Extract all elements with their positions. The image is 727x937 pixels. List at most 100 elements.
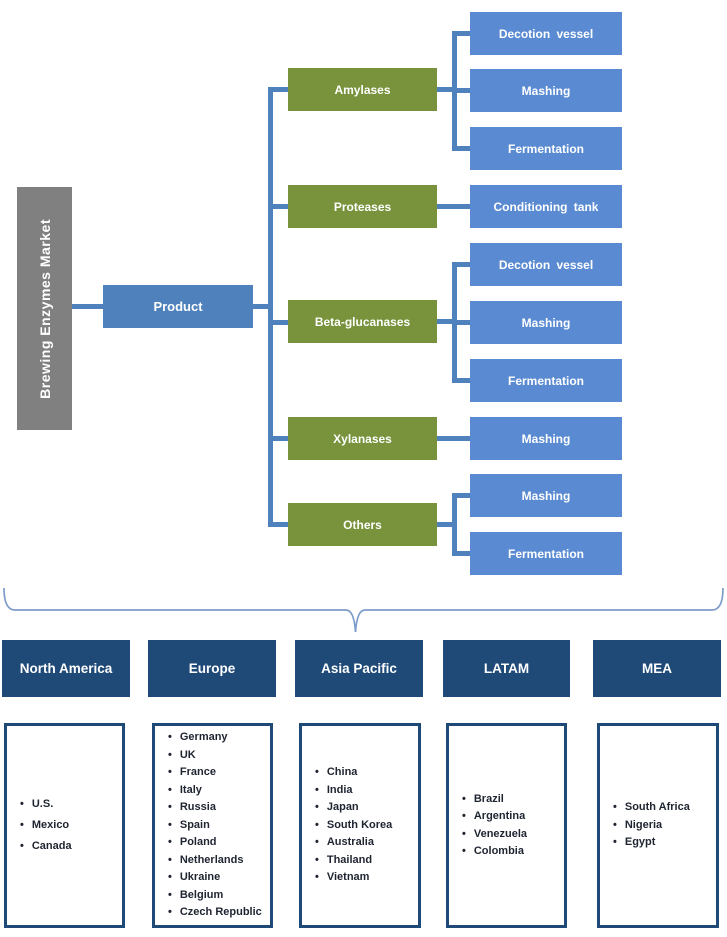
list-item: Germany xyxy=(168,729,268,747)
leaf-beta-glucanases-decotion-vessel: Decotion vessel xyxy=(470,243,622,286)
branch-amylases-label: Amylases xyxy=(334,82,391,97)
connector-beta-glucanases-child-2 xyxy=(455,320,470,325)
country-list-mea: South Africa Nigeria Egypt xyxy=(597,723,719,928)
list-item: Russia xyxy=(168,799,268,817)
list-item: Colombia xyxy=(462,843,562,861)
connector-product-to-trunk xyxy=(253,304,270,309)
leaf-label: Mashing xyxy=(521,315,571,330)
list-item: Australia xyxy=(315,834,416,852)
leaf-proteases-conditioning-tank: Conditioning tank xyxy=(470,185,622,228)
connector-amylases-to-bracket xyxy=(437,87,457,92)
list-item: Spain xyxy=(168,817,268,835)
leaf-amylases-fermentation: Fermentation xyxy=(470,127,622,170)
branch-beta-glucanases: Beta-glucanases xyxy=(288,300,437,343)
leaf-label: Fermentation xyxy=(507,373,584,388)
product-node-label: Product xyxy=(153,299,203,314)
region-label: MEA xyxy=(642,661,672,676)
connector-beta-glucanases-child-3 xyxy=(455,378,470,383)
list-item: Brazil xyxy=(462,791,562,809)
connector-proteases-to-child xyxy=(437,204,470,209)
connector-root-to-product xyxy=(72,304,103,309)
curly-brace xyxy=(3,587,724,633)
region-label: Asia Pacific xyxy=(321,661,397,676)
leaf-label: Mashing xyxy=(521,488,571,503)
list-item: France xyxy=(168,764,268,782)
leaf-beta-glucanases-mashing: Mashing xyxy=(470,301,622,344)
leaf-others-mashing: Mashing xyxy=(470,474,622,517)
connector-trunk-vertical xyxy=(268,87,273,527)
leaf-label: Conditioning tank xyxy=(493,199,599,214)
branch-proteases-label: Proteases xyxy=(333,199,392,214)
list-item: Venezuela xyxy=(462,826,562,844)
connector-trunk-to-xylanases xyxy=(271,436,288,441)
list-item: Czech Republic xyxy=(168,904,268,922)
connector-others-child-2 xyxy=(455,551,470,556)
list-item: Poland xyxy=(168,834,268,852)
leaf-others-fermentation: Fermentation xyxy=(470,532,622,575)
region-asia-pacific: Asia Pacific xyxy=(295,640,423,697)
connector-amylases-child-2 xyxy=(455,88,470,93)
leaf-label: Mashing xyxy=(521,431,571,446)
leaf-amylases-mashing: Mashing xyxy=(470,69,622,112)
country-list-asia-pacific: China India Japan South Korea Australia … xyxy=(299,723,421,928)
list-item: Argentina xyxy=(462,808,562,826)
list-item: Thailand xyxy=(315,852,416,870)
region-north-america: North America xyxy=(2,640,130,697)
list-item: Netherlands xyxy=(168,852,268,870)
connector-beta-glucanases-bracket xyxy=(452,262,457,383)
leaf-label: Decotion vessel xyxy=(498,26,594,41)
root-node-label: Brewing Enzymes Market xyxy=(36,218,53,399)
branch-xylanases: Xylanases xyxy=(288,417,437,460)
list-item: Nigeria xyxy=(613,817,714,835)
list-item: China xyxy=(315,764,416,782)
region-label: Europe xyxy=(188,661,236,676)
connector-trunk-to-beta-glucanases xyxy=(271,320,288,325)
list-item: Italy xyxy=(168,782,268,800)
connector-others-child-1 xyxy=(455,493,470,498)
list-item: Mexico xyxy=(20,815,120,836)
list-item: UK xyxy=(168,747,268,765)
list-item: Belgium xyxy=(168,887,268,905)
connector-trunk-to-others xyxy=(271,522,288,527)
list-item: South Korea xyxy=(315,817,416,835)
country-list-north-america: U.S. Mexico Canada xyxy=(4,723,125,928)
connector-trunk-to-proteases xyxy=(271,204,288,209)
region-label: North America xyxy=(19,661,113,676)
leaf-label: Mashing xyxy=(521,83,571,98)
connector-amylases-child-3 xyxy=(455,146,470,151)
list-item: Japan xyxy=(315,799,416,817)
connector-beta-glucanases-child-1 xyxy=(455,262,470,267)
list-item: India xyxy=(315,782,416,800)
region-europe: Europe xyxy=(148,640,276,697)
list-item: Egypt xyxy=(613,834,714,852)
root-node-brewing-enzymes-market: Brewing Enzymes Market xyxy=(17,187,72,430)
connector-beta-glucanases-to-bracket xyxy=(437,319,457,324)
leaf-label: Fermentation xyxy=(507,546,584,561)
list-item: Canada xyxy=(20,836,120,857)
list-item: South Africa xyxy=(613,799,714,817)
connector-xylanases-to-child xyxy=(437,436,470,441)
leaf-beta-glucanases-fermentation: Fermentation xyxy=(470,359,622,402)
branch-others-label: Others xyxy=(343,517,382,532)
connector-others-bracket xyxy=(452,493,457,556)
leaf-label: Decotion vessel xyxy=(498,257,594,272)
country-list-europe: Germany UK France Italy Russia Spain Pol… xyxy=(152,723,273,928)
region-mea: MEA xyxy=(593,640,721,697)
product-node: Product xyxy=(103,285,253,328)
branch-others: Others xyxy=(288,503,437,546)
connector-trunk-to-amylases xyxy=(271,87,288,92)
branch-beta-glucanases-label: Beta-glucanases xyxy=(314,314,411,329)
leaf-label: Fermentation xyxy=(507,141,584,156)
branch-amylases: Amylases xyxy=(288,68,437,111)
connector-others-to-bracket xyxy=(437,522,457,527)
leaf-amylases-decotion-vessel: Decotion vessel xyxy=(470,12,622,55)
list-item: Vietnam xyxy=(315,869,416,887)
branch-proteases: Proteases xyxy=(288,185,437,228)
connector-amylases-bracket xyxy=(452,31,457,151)
branch-xylanases-label: Xylanases xyxy=(333,431,392,446)
leaf-xylanases-mashing: Mashing xyxy=(470,417,622,460)
connector-amylases-child-1 xyxy=(455,31,470,36)
country-list-latam: Brazil Argentina Venezuela Colombia xyxy=(446,723,567,928)
list-item: Ukraine xyxy=(168,869,268,887)
